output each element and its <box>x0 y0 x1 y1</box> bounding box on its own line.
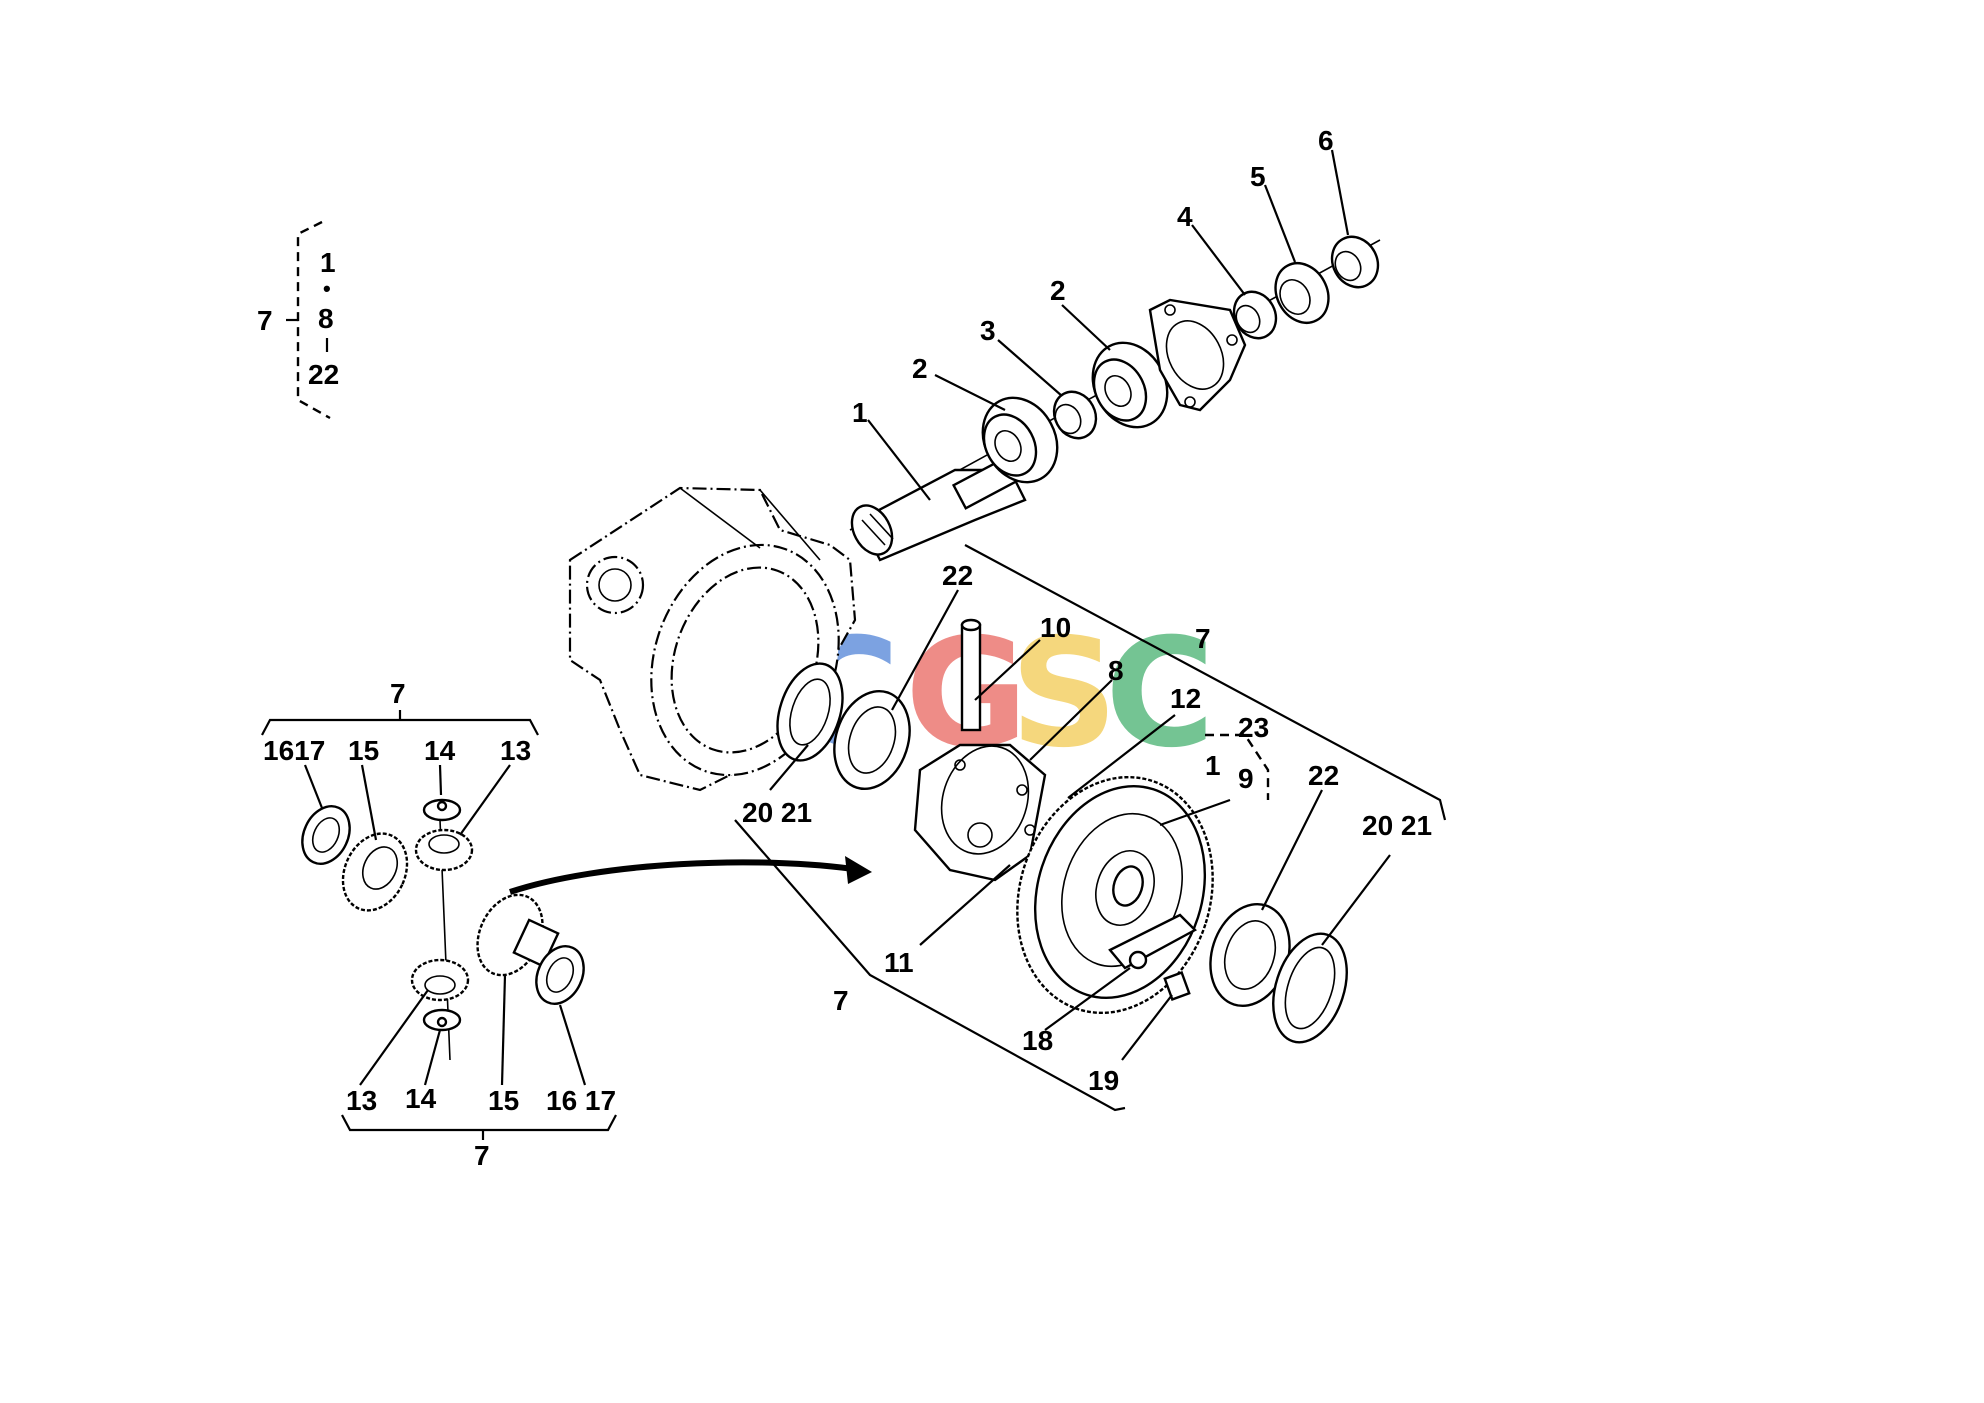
shim-top <box>301 805 351 865</box>
callout-case-item: 8 <box>1108 655 1124 686</box>
callout-side-gear-top: 15 <box>348 735 379 766</box>
diff-group-bracket-top <box>964 544 1447 821</box>
callout-bearing-top: 22 <box>942 560 973 591</box>
gear-callouts: 7 1617 15 14 13 13 14 15 16 17 7 <box>263 678 616 1171</box>
callout-shim-left: 20 21 <box>742 797 812 828</box>
pinion-shaft-assembly <box>849 235 1381 562</box>
side-gear-top <box>341 832 409 912</box>
pinion-gear-bottom <box>410 958 470 1002</box>
cap-6 <box>1330 235 1380 289</box>
ring-gear <box>1016 775 1214 1015</box>
watermark-letter-3: S <box>1010 607 1118 781</box>
washer-bottom <box>422 1008 462 1032</box>
callout-cap: 6 <box>1318 125 1334 156</box>
callout-spacer: 3 <box>980 315 996 346</box>
callout-gears-group-bottom: 7 <box>474 1140 490 1171</box>
gears-bracket-top <box>261 718 539 736</box>
spacer-3 <box>1052 390 1098 440</box>
legend-item-dot: • <box>323 276 331 301</box>
callout-bearing-right: 22 <box>1308 760 1339 791</box>
callout-bearing-b: 2 <box>1050 275 1066 306</box>
callout-bearing-a: 2 <box>912 353 928 384</box>
legend-item-1: 1 <box>320 247 336 278</box>
bearing-2b <box>1091 341 1169 429</box>
callout-shim-right: 20 21 <box>1362 810 1432 841</box>
bearing-2a <box>981 396 1059 484</box>
callout-washer: 5 <box>1250 161 1266 192</box>
callout-washer-top: 14 <box>424 735 456 766</box>
callout-sub-23: 23 <box>1238 712 1269 743</box>
diff-pin <box>960 618 982 732</box>
callout-sub-1: 1 <box>1205 750 1221 781</box>
washer-5 <box>1274 262 1330 324</box>
callout-pin: 10 <box>1040 612 1071 643</box>
callout-group-bottom: 7 <box>833 985 849 1016</box>
callout-pinion-bottom: 13 <box>346 1085 377 1116</box>
callout-shim-top: 1617 <box>263 735 325 766</box>
shim-left <box>776 662 844 762</box>
callout-lock: 18 <box>1022 1025 1053 1056</box>
washer-top <box>422 798 462 822</box>
callout-side-gear-bottom: 15 <box>488 1085 519 1116</box>
bearing-retainer-plate <box>1148 298 1247 412</box>
legend-group: 7 1 • 8 22 <box>257 220 339 420</box>
callout-pinion: 1 <box>852 397 868 428</box>
bolt-19 <box>1163 971 1191 1001</box>
differential-assembly <box>734 544 1447 1112</box>
assembly-arrow <box>509 856 872 895</box>
legend-bracket <box>296 220 331 420</box>
pinion-gear-top <box>414 828 474 872</box>
bearing-left <box>833 689 911 791</box>
callout-bolt: 12 <box>1170 683 1201 714</box>
callout-nut: 4 <box>1177 201 1193 232</box>
lock-plate <box>1108 913 1197 970</box>
diff-gears-assembly <box>261 710 617 1140</box>
diff-group-bracket-bottom <box>734 819 1126 1112</box>
pinion-callouts: 1 2 3 2 4 5 6 <box>852 125 1350 501</box>
callout-gears-group-top: 7 <box>390 678 406 709</box>
shim-right <box>1272 932 1348 1044</box>
callout-screw: 19 <box>1088 1065 1119 1096</box>
sub-bracket-23 <box>1205 733 1270 800</box>
shim-bottom <box>535 945 585 1005</box>
legend-item-22: 22 <box>308 359 339 390</box>
callout-shim-bottom: 16 17 <box>546 1085 616 1116</box>
legend-parent-label: 7 <box>257 305 273 336</box>
callout-sub-9: 9 <box>1238 763 1254 794</box>
callout-pinion-top: 13 <box>500 735 531 766</box>
gears-bracket-bottom <box>341 1114 617 1132</box>
diff-callouts: 22 10 7 8 12 23 1 9 22 20 21 20 21 11 7 … <box>742 560 1432 1096</box>
legend-item-8: 8 <box>318 303 334 334</box>
callout-case: 11 <box>884 947 914 978</box>
callout-washer-bottom: 14 <box>405 1083 437 1114</box>
callout-group-top: 7 <box>1195 623 1211 654</box>
watermark-letter-4: C <box>1105 607 1215 781</box>
side-gear-bottom <box>476 893 560 977</box>
